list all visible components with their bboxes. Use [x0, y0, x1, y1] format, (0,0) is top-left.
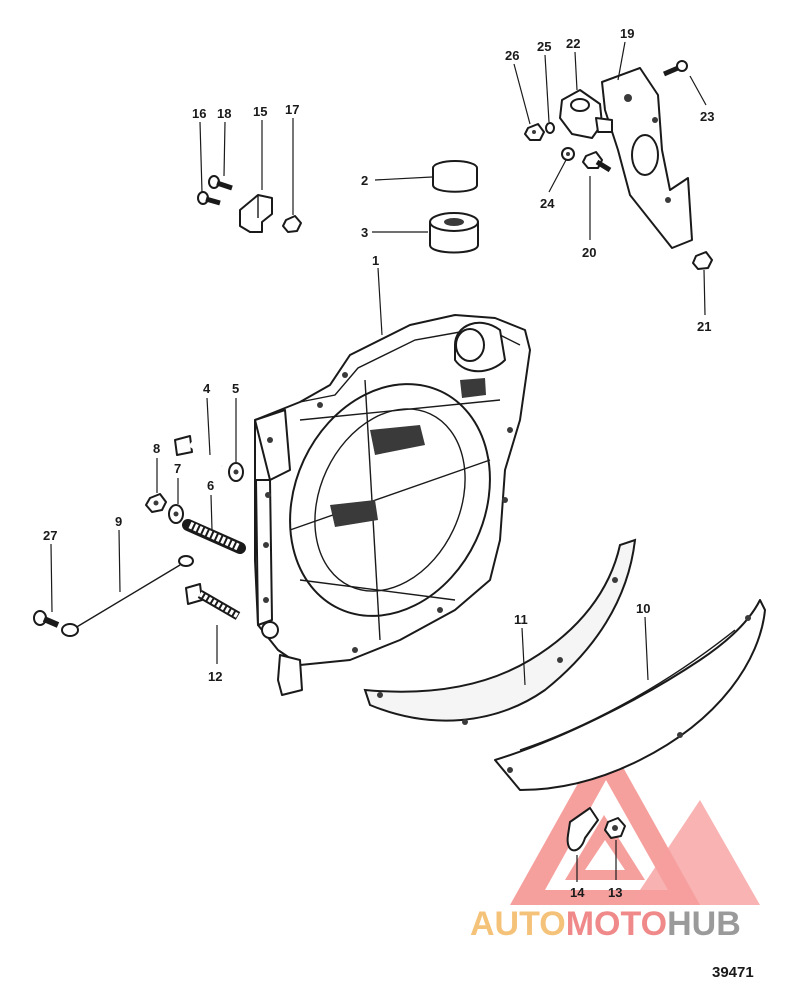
watermark-wordmark: AUTOMOTOHUB — [470, 905, 741, 943]
nut-17 — [282, 215, 302, 233]
callout-18: 18 — [217, 106, 231, 121]
watermark-part-a: AUTO — [470, 905, 566, 943]
figure-number: 39471 — [712, 964, 754, 981]
callout-17: 17 — [285, 102, 299, 117]
watermark-triangle-logo — [510, 735, 760, 905]
stud-6 — [182, 519, 246, 554]
bushing-2 — [432, 160, 478, 193]
washer-5 — [228, 462, 244, 482]
nut-13 — [604, 817, 626, 839]
screw-16 — [197, 191, 221, 206]
bolt-4 — [174, 435, 224, 469]
callout-27: 27 — [43, 528, 57, 543]
callout-7: 7 — [174, 461, 181, 476]
callout-15: 15 — [253, 104, 267, 119]
washer-25 — [545, 122, 555, 134]
callout-5: 5 — [232, 381, 239, 396]
callout-24: 24 — [540, 196, 555, 211]
callout-9: 9 — [115, 514, 122, 529]
watermark-part-c: HUB — [667, 905, 741, 943]
flywheel-housing — [254, 314, 531, 696]
gasket-11 — [363, 538, 637, 725]
callout-23: 23 — [700, 109, 714, 124]
callout-20: 20 — [582, 245, 596, 260]
ground-strap-9 — [61, 555, 194, 637]
screw-20 — [582, 151, 612, 173]
callout-6: 6 — [207, 478, 214, 493]
callout-1: 1 — [372, 253, 379, 268]
bolt-12 — [185, 583, 241, 620]
mount-22 — [559, 89, 613, 139]
bushing-3 — [429, 212, 479, 254]
callout-10: 10 — [636, 601, 650, 616]
nut-21 — [692, 251, 713, 270]
screw-27 — [33, 610, 60, 628]
leader-lines — [50, 41, 707, 882]
callout-8: 8 — [153, 441, 160, 456]
screw-23 — [663, 60, 688, 77]
washer-24 — [561, 147, 575, 161]
callout-21: 21 — [697, 319, 711, 334]
bracket-19 — [601, 67, 693, 249]
nut-26 — [524, 123, 545, 141]
callout-2: 2 — [361, 173, 368, 188]
callout-16: 16 — [192, 106, 206, 121]
callout-25: 25 — [537, 39, 551, 54]
callout-26: 26 — [505, 48, 519, 63]
callout-13: 13 — [608, 885, 622, 900]
callout-12: 12 — [208, 669, 222, 684]
callout-11: 11 — [514, 612, 528, 627]
callout-4: 4 — [203, 381, 211, 396]
nut-8 — [145, 493, 167, 513]
callout-19: 19 — [620, 26, 634, 41]
callout-14: 14 — [570, 885, 585, 900]
cover-10 — [494, 599, 766, 791]
callout-3: 3 — [361, 225, 368, 240]
callout-labels: 1 2 3 4 5 6 7 8 9 10 11 12 13 14 15 16 1… — [43, 26, 714, 900]
bracket-15 — [239, 194, 273, 233]
callout-22: 22 — [566, 36, 580, 51]
screw-18 — [208, 175, 233, 191]
watermark-part-b: MOTO — [566, 905, 667, 943]
clip-14 — [566, 807, 599, 852]
washer-7 — [168, 504, 184, 524]
svg-text:AUTOMOTOHUB: AUTOMOTOHUB — [470, 905, 741, 943]
